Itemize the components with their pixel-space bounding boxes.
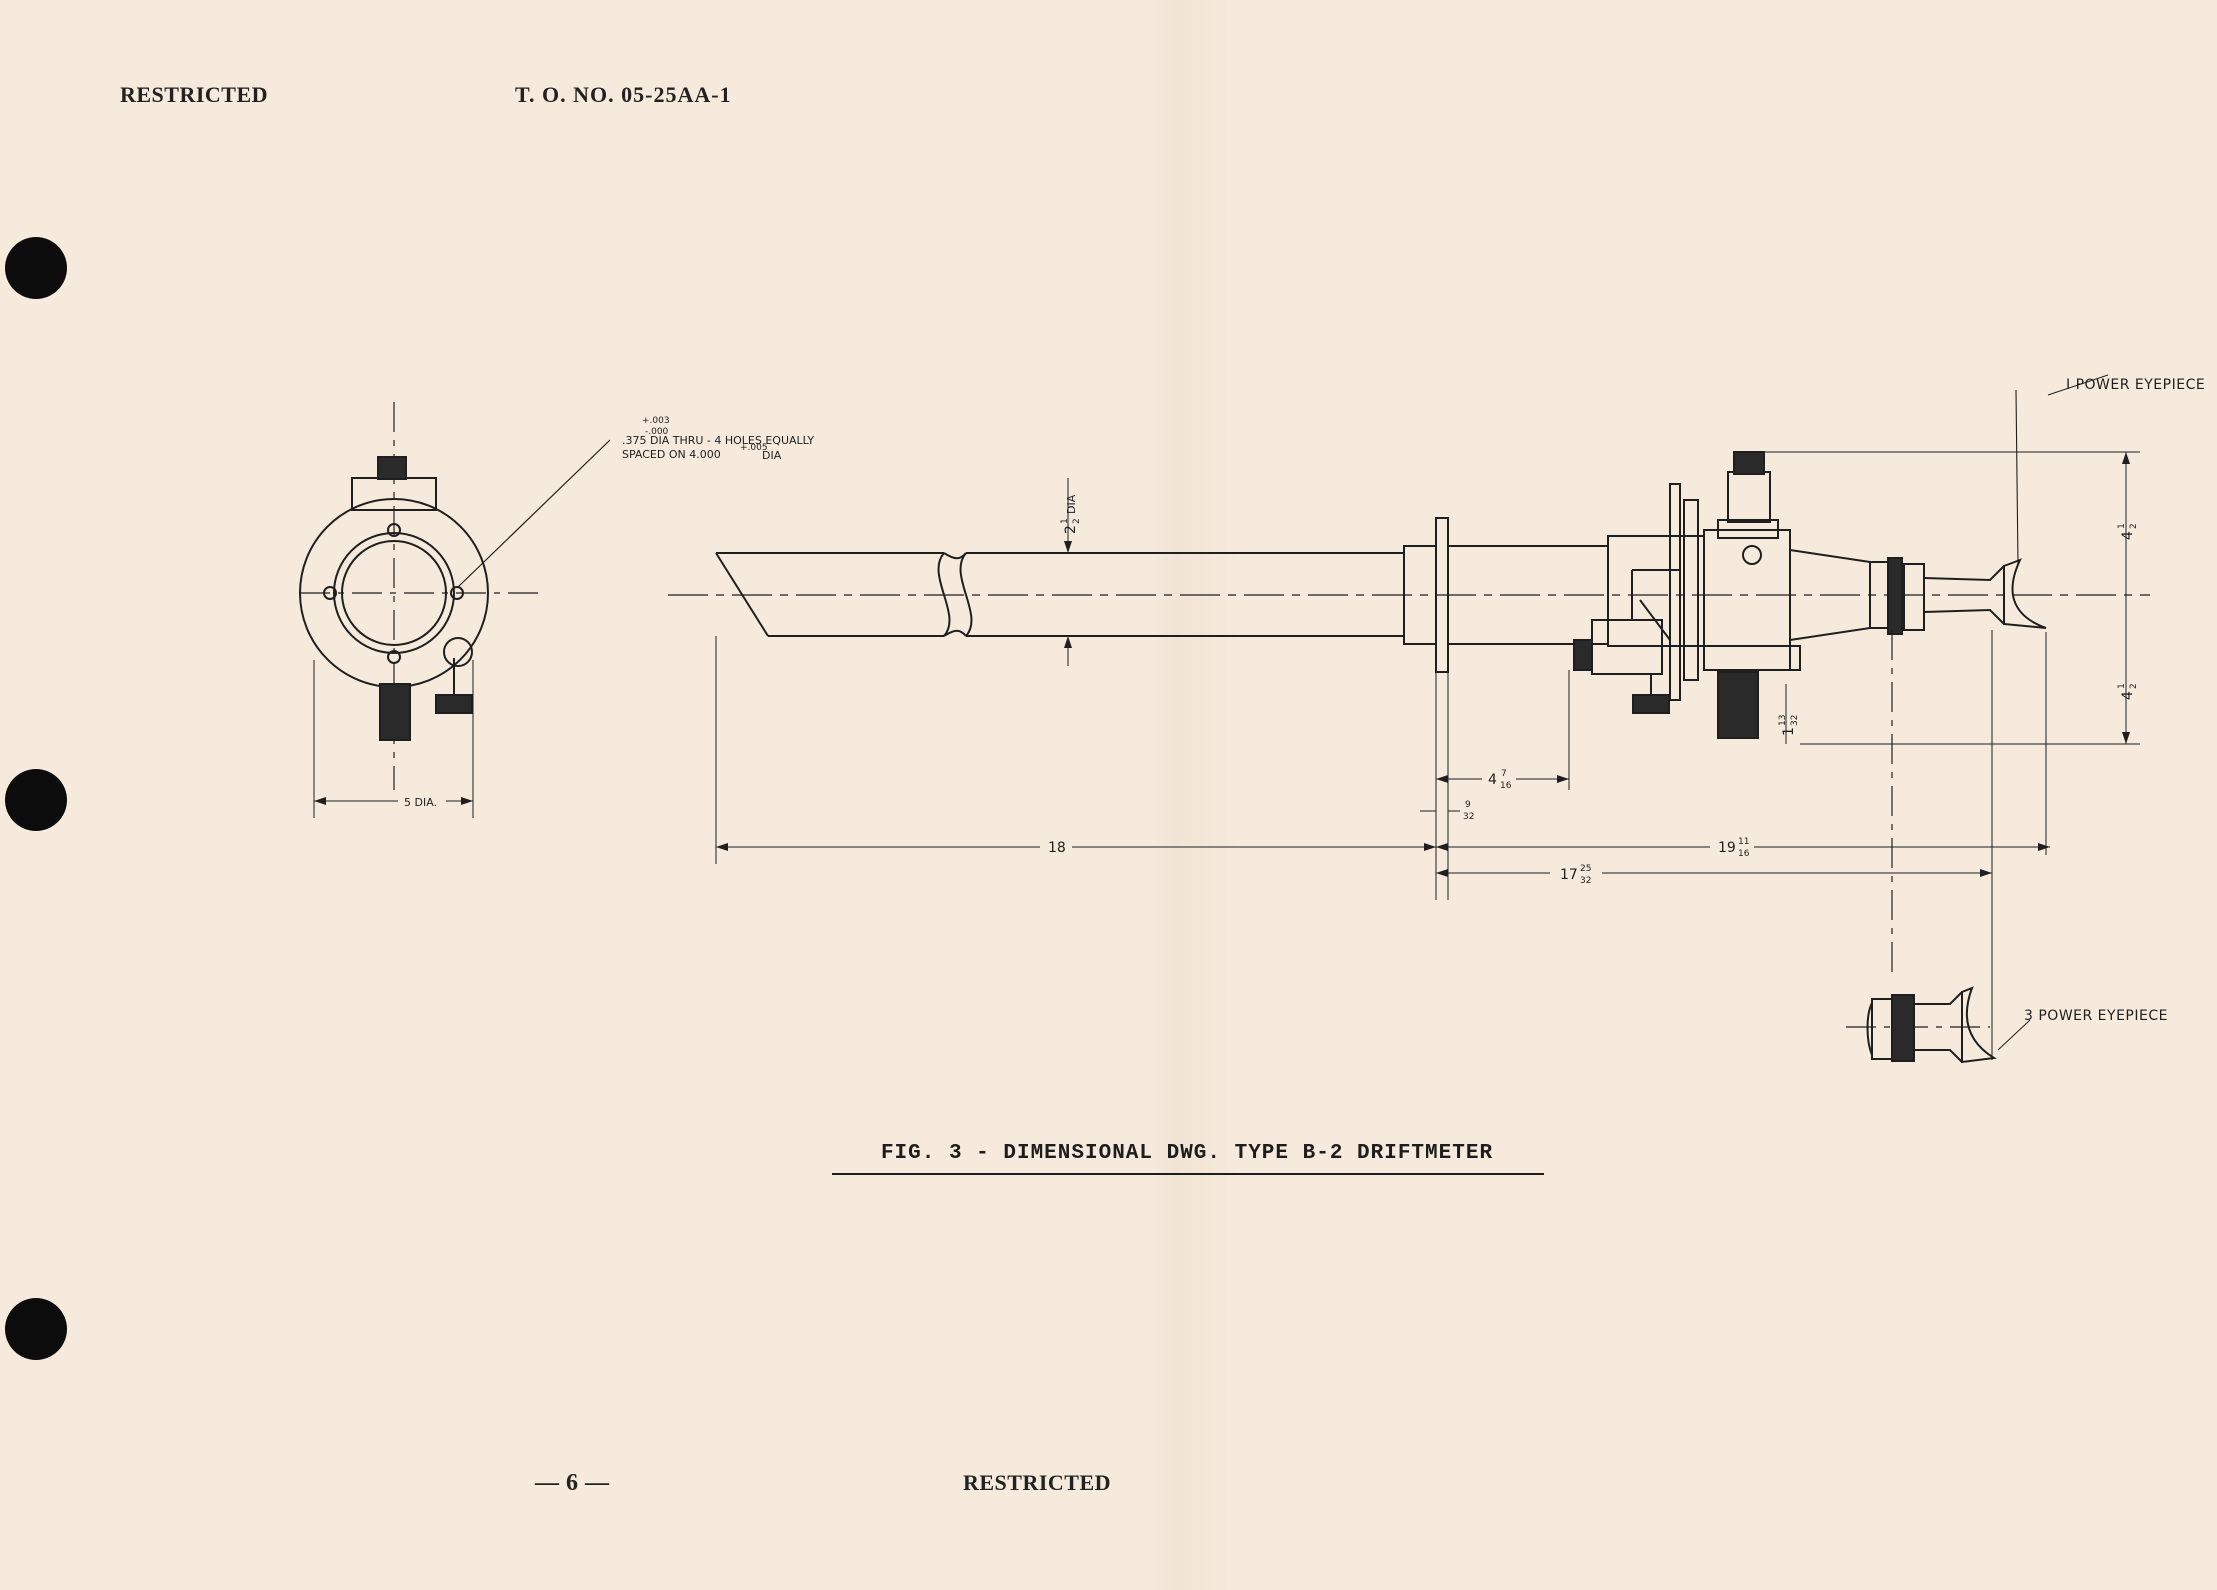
svg-text:17: 17	[1560, 867, 1578, 883]
one-power-eyepiece-label: I POWER EYEPIECE	[2066, 377, 2205, 393]
header-restricted: RESTRICTED	[120, 82, 269, 107]
dimension-19-11-16: 19 11 16	[1718, 837, 1750, 859]
svg-text:32: 32	[1463, 812, 1474, 822]
footer-restricted: RESTRICTED	[963, 1470, 1112, 1495]
svg-text:1: 1	[1060, 518, 1070, 524]
height-lower-4-1-2: 4 1 2	[2117, 683, 2139, 700]
svg-text:2: 2	[2129, 683, 2139, 689]
svg-text:DIA: DIA	[1065, 494, 1078, 514]
svg-text:2: 2	[1063, 525, 1079, 534]
binder-hole-bottom	[5, 1298, 67, 1360]
svg-text:7: 7	[1501, 769, 1507, 779]
svg-text:32: 32	[1790, 715, 1800, 726]
three-power-eyepiece-detail	[1846, 986, 1997, 1064]
dimension-text: 5 DIA. 2 1 2 DIA 18 19 11 16 17 25 32 4 …	[404, 377, 2205, 1024]
mounting-holes-note: +.003 -.000 .375 DIA THRU - 4 HOLES EQUA…	[622, 416, 814, 462]
svg-text:SPACED ON 4.000: SPACED ON 4.000	[622, 448, 721, 461]
caption-underline	[832, 1173, 1544, 1175]
svg-text:11: 11	[1738, 837, 1749, 847]
end-diameter-label: 5 DIA.	[404, 796, 437, 809]
svg-text:2: 2	[2129, 523, 2139, 529]
svg-text:1: 1	[2117, 523, 2127, 529]
svg-text:4: 4	[1488, 772, 1497, 788]
svg-text:+.003: +.003	[642, 416, 670, 426]
svg-text:-.000: -.000	[645, 427, 669, 437]
dimension-9-32: 9 32	[1463, 800, 1474, 822]
dimension-17-25-32: 17 25 32	[1560, 864, 1591, 886]
binder-hole-middle	[5, 769, 67, 831]
height-upper-4-1-2: 4 1 2	[2117, 523, 2139, 540]
svg-text:2: 2	[1072, 518, 1082, 524]
svg-text:25: 25	[1580, 864, 1591, 874]
page-number: — 6 —	[535, 1470, 610, 1496]
end-view	[299, 402, 611, 818]
dimension-18: 18	[1048, 840, 1066, 856]
dimension-lines	[715, 374, 2127, 1060]
dimension-1-13-32: 1 13 32	[1778, 715, 1800, 736]
svg-text:9: 9	[1465, 800, 1471, 810]
header-tech-order-number: T. O. NO. 05-25AA-1	[515, 82, 732, 107]
svg-text:1: 1	[1781, 727, 1797, 736]
svg-text:16: 16	[1500, 781, 1512, 791]
dimension-4-7-16: 4 7 16	[1488, 769, 1512, 791]
svg-text:19: 19	[1718, 840, 1736, 856]
svg-text:13: 13	[1778, 715, 1788, 726]
binder-hole-top	[5, 237, 67, 299]
tube-diameter-label: 2 1 2 DIA	[1060, 494, 1082, 534]
svg-text:.375 DIA THRU - 4 HOLES E: .375 DIA THRU - 4 HOLES EQUALLY	[622, 434, 814, 447]
dimension-arrowheads	[314, 452, 2130, 877]
three-power-eyepiece-label: 3 POWER EYEPIECE	[2024, 1008, 2168, 1024]
svg-text:1: 1	[2117, 683, 2127, 689]
figure-caption: FIG. 3 - DIMENSIONAL DWG. TYPE B-2 DRIFT…	[880, 1142, 1494, 1165]
svg-text:+.005: +.005	[740, 443, 768, 453]
svg-text:4: 4	[2120, 531, 2136, 540]
svg-text:32: 32	[1580, 876, 1591, 886]
svg-text:4: 4	[2120, 691, 2136, 700]
side-view	[668, 389, 2150, 980]
svg-text:16: 16	[1738, 849, 1750, 859]
svg-text:DIA: DIA	[762, 449, 782, 462]
